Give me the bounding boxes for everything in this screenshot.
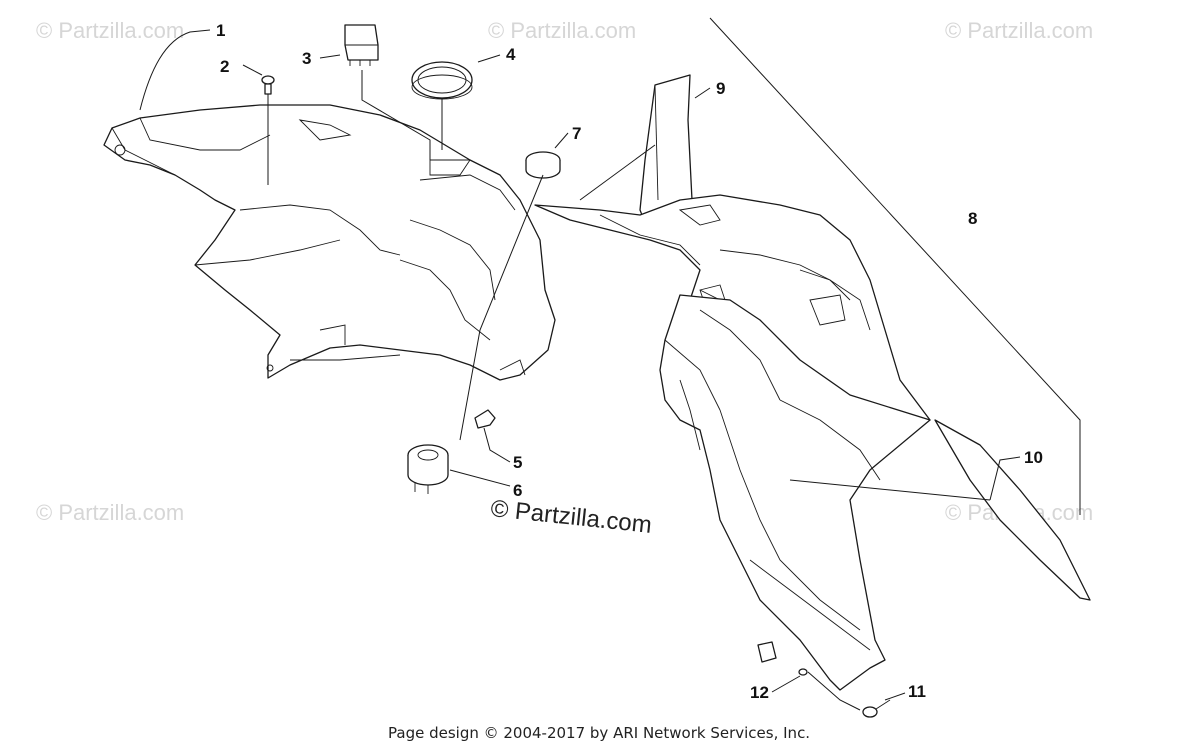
callout-10: 10 xyxy=(1024,448,1043,467)
callout-8: 8 xyxy=(968,209,977,228)
leader-lines xyxy=(139,17,1081,711)
brand-watermark: © Partzilla.com xyxy=(489,495,653,539)
bezel-ring xyxy=(525,151,561,179)
callout-4: 4 xyxy=(506,45,516,64)
page-footer: Page design © 2004-2017 by ARI Network S… xyxy=(388,724,810,742)
callout-5: 5 xyxy=(513,453,522,472)
callout-9: 9 xyxy=(716,79,725,98)
push-fastener xyxy=(862,699,891,718)
callout-labels: 1 2 3 4 5 6 7 8 9 10 11 12 xyxy=(216,21,1043,702)
callout-2: 2 xyxy=(220,57,229,76)
screw xyxy=(261,75,275,95)
mounting-clip xyxy=(474,409,496,429)
nut-clip xyxy=(757,641,808,676)
lower-side-panel xyxy=(659,294,931,691)
callout-1: 1 xyxy=(216,21,225,40)
gauge-ring xyxy=(411,61,473,100)
left-dash-panel xyxy=(103,104,556,381)
watermark-top-left: © Partzilla.com xyxy=(36,18,184,43)
callout-11: 11 xyxy=(908,682,926,701)
watermark-bottom-left: © Partzilla.com xyxy=(36,500,184,525)
ignition-switch xyxy=(407,444,449,494)
callout-6: 6 xyxy=(513,481,522,500)
callout-7: 7 xyxy=(572,124,581,143)
rocker-switch xyxy=(344,24,379,66)
watermark-top-center: © Partzilla.com xyxy=(488,18,636,43)
watermark-top-right: © Partzilla.com xyxy=(945,18,1093,43)
callout-3: 3 xyxy=(302,49,311,68)
callout-12: 12 xyxy=(750,683,769,702)
